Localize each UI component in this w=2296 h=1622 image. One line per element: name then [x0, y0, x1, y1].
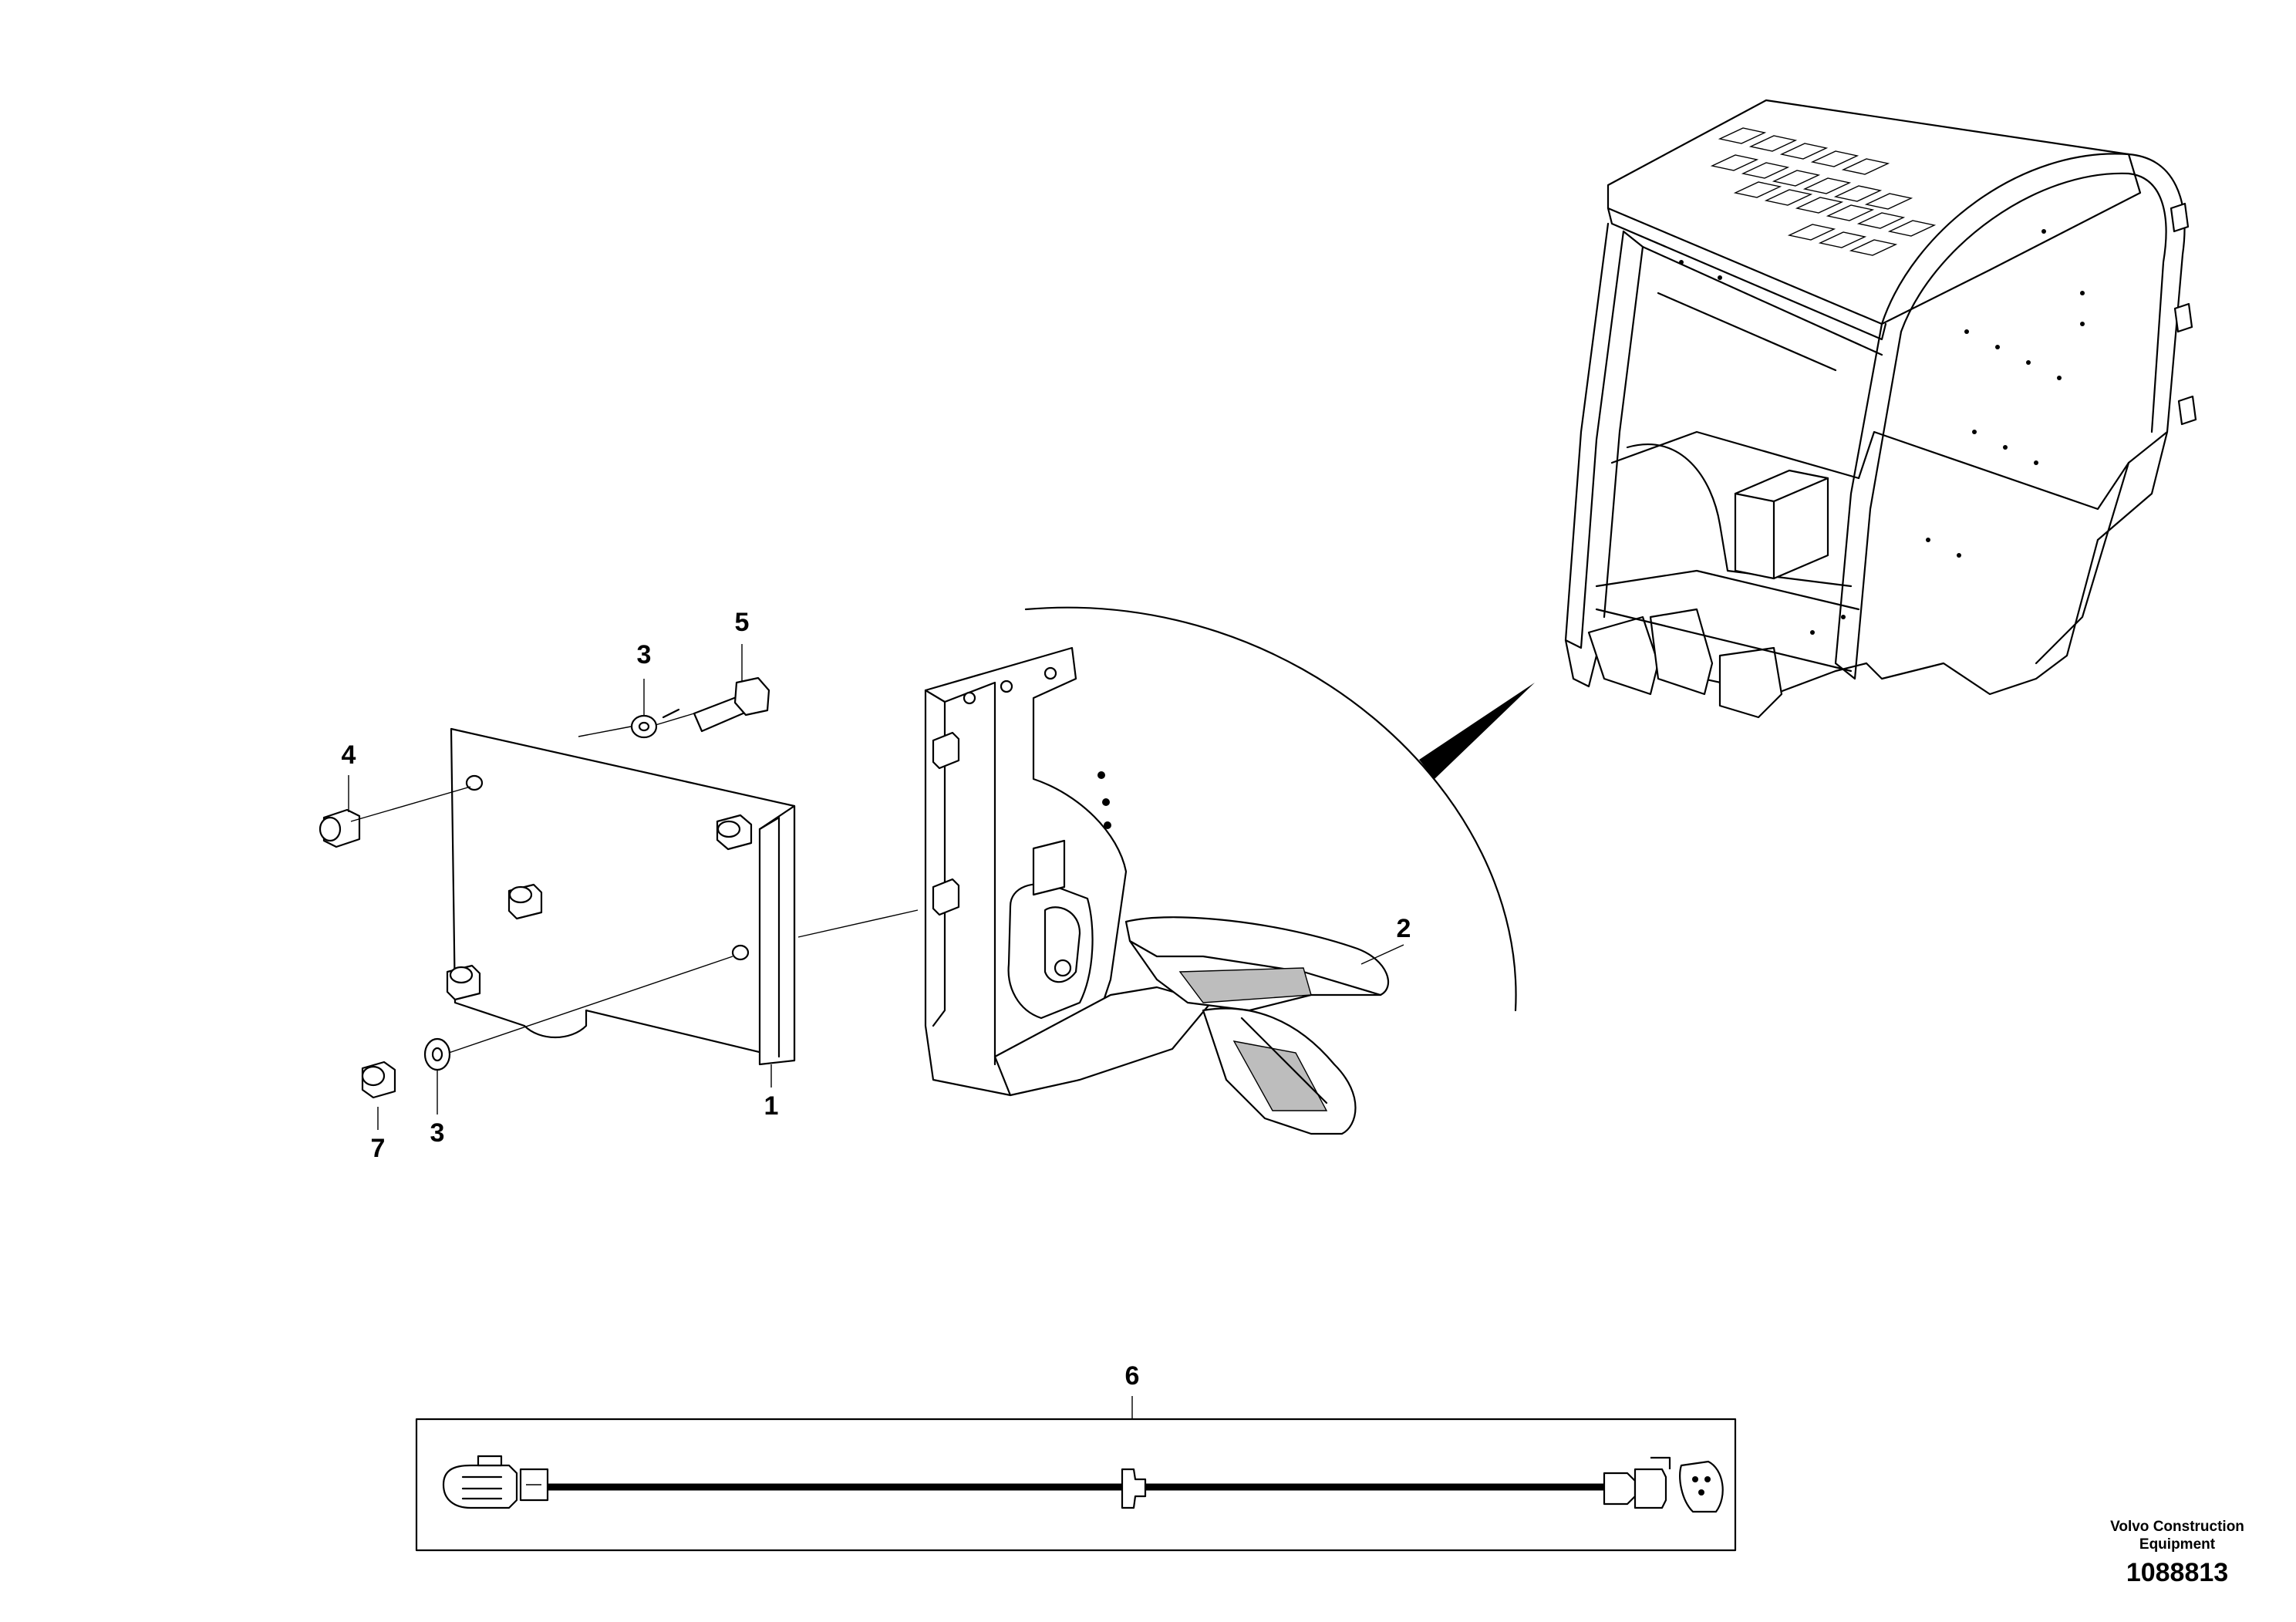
callouts: 1 2 3 3 4 5 6 7: [342, 608, 1411, 1391]
callout-4: 4: [342, 740, 356, 770]
brand-line-2: Equipment: [2139, 1536, 2216, 1553]
cab-frame: [1564, 99, 2197, 719]
callout-6: 6: [1125, 1361, 1140, 1391]
cab-bolt-holes: [1679, 229, 2085, 635]
fasteners: [319, 676, 919, 1099]
callout-1: 1: [764, 1091, 779, 1121]
callout-leaders: [348, 644, 1404, 1419]
callout-3-bottom: 3: [430, 1118, 445, 1148]
accelerator-pedal: [924, 646, 1390, 1135]
stud: [446, 814, 753, 1001]
callout-2: 2: [1397, 914, 1411, 943]
brand-line-1: Volvo Construction: [2110, 1519, 2244, 1535]
cable-harness: [415, 1418, 1737, 1552]
callout-7: 7: [371, 1134, 386, 1163]
detail-view-arc: [1024, 606, 1535, 1012]
callout-5: 5: [735, 608, 750, 637]
brand-block: Volvo Construction Equipment 1088813: [2110, 1519, 2244, 1587]
roof-vent-grid: [1710, 127, 1937, 256]
callout-3-top: 3: [637, 640, 652, 669]
drawing-number: 1088813: [2126, 1558, 2228, 1587]
mounting-plate: [446, 727, 796, 1066]
